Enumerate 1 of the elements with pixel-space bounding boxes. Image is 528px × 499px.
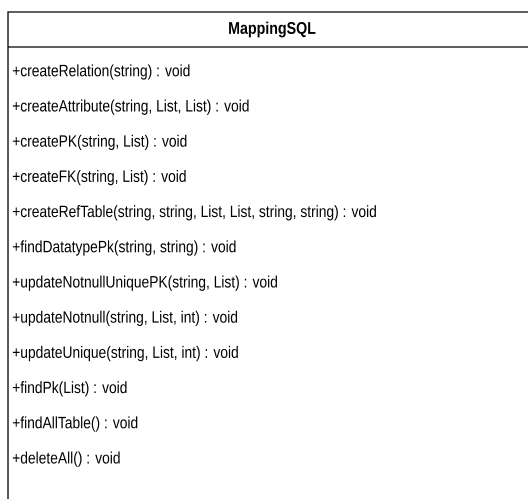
class-box: MappingSQL +createRelation(string) : void +createAttribute(string, List, List) : void +createPK(string, List) : void +createFK(string, List) : void +createRefTable(string, string, List, List, string, string) : void +findDatatypePk(string, string) : void +updateNotnullUniquePK(string, List) : void +updateNotnull(string, List, int) : void +updateUnique(string, List, int) : void +findPk(List) : void +findAllTable() : void +deleteAll() : void xyxy=(7,11,528,499)
